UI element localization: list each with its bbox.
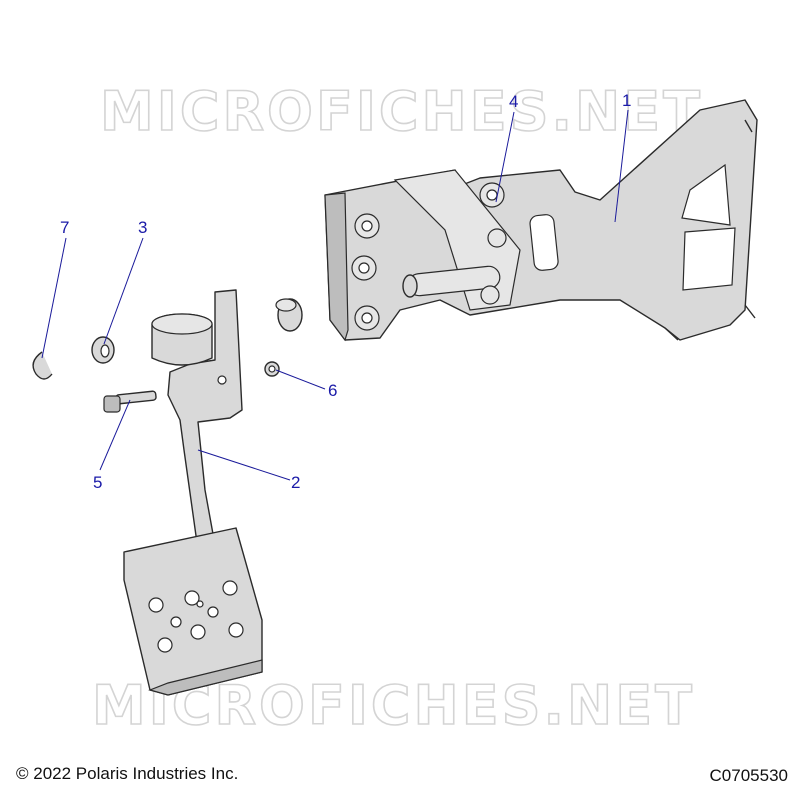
- mounting-bracket: [324, 99, 758, 342]
- bushing-right: [275, 298, 303, 332]
- drawing-number: C0705530: [709, 766, 788, 785]
- e-clip: [32, 351, 53, 380]
- leader-3: [103, 237, 144, 345]
- bolt: [103, 390, 157, 413]
- callout-6: 6: [328, 381, 337, 400]
- leader-7: [41, 237, 67, 359]
- leader-4: [495, 111, 515, 203]
- callout-4: 4: [509, 92, 518, 111]
- callout-2: 2: [291, 473, 300, 492]
- leader-2: [197, 449, 291, 481]
- callout-3: 3: [138, 218, 147, 237]
- leader-1: [614, 109, 629, 223]
- callout-7: 7: [60, 218, 69, 237]
- nut: [264, 361, 280, 377]
- bushing: [91, 336, 115, 364]
- leader-6: [275, 369, 326, 390]
- callout-5: 5: [93, 473, 102, 492]
- watermark-top: MICROFICHES.NET: [100, 80, 703, 143]
- leader-5: [99, 399, 131, 471]
- copyright-text: © 2022 Polaris Industries Inc.: [16, 764, 239, 783]
- callout-1: 1: [622, 91, 631, 110]
- pedal-arm: [123, 289, 263, 696]
